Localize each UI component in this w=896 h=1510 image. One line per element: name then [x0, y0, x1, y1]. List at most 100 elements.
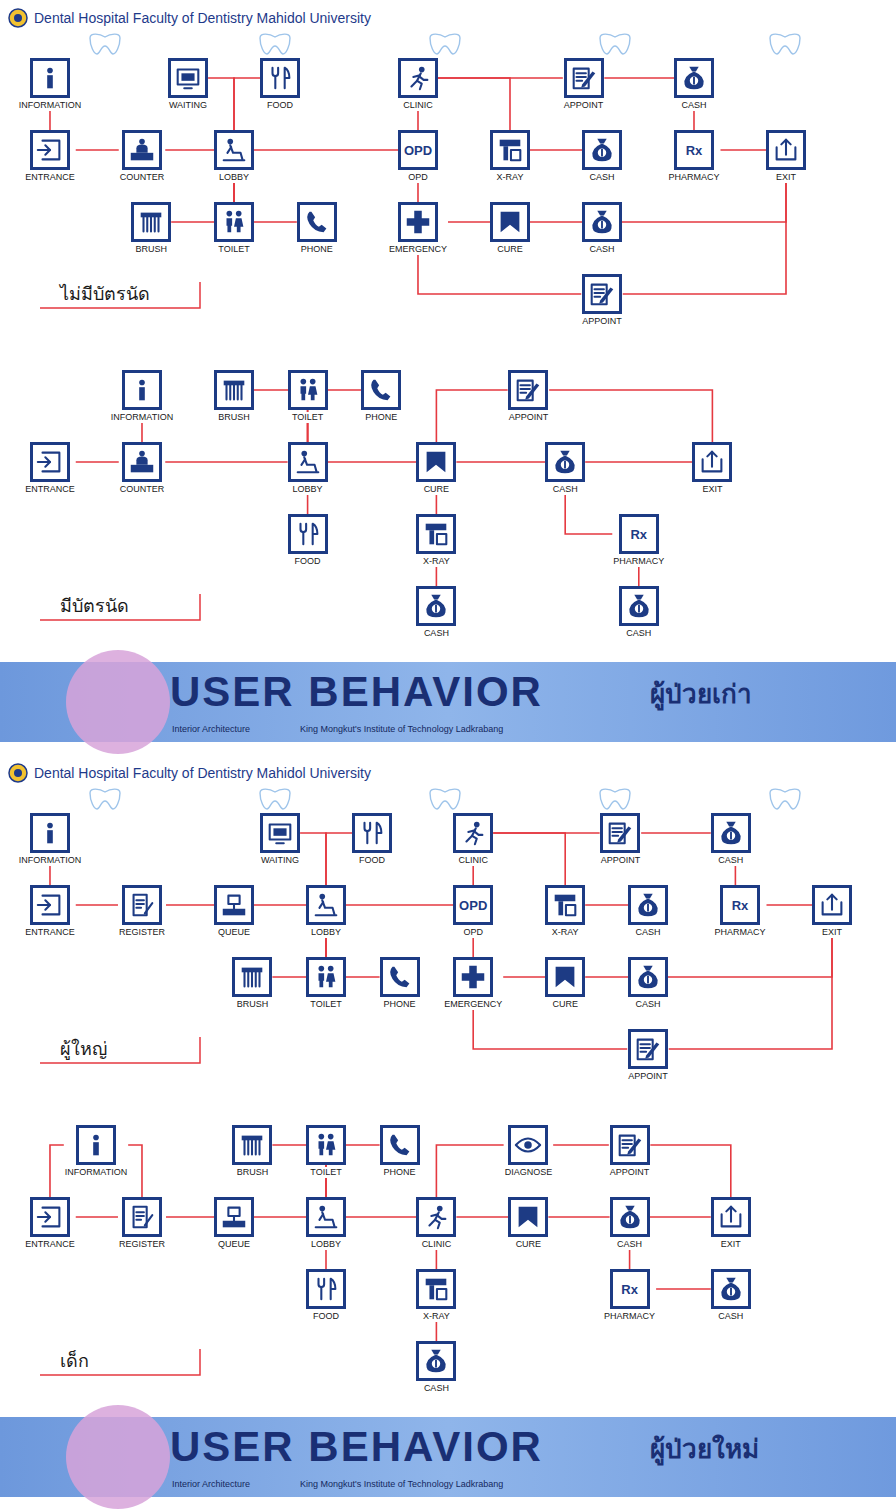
connector: [530, 149, 582, 151]
icon-node: RxPHARMACY: [603, 1269, 656, 1322]
category-label: เด็ก: [60, 1349, 89, 1373]
icon-symbol-part: [371, 380, 390, 401]
band-subtitle: ผู้ป่วยใหม่: [650, 1433, 759, 1465]
icon-symbol-part: [629, 599, 648, 617]
icon-box: [508, 370, 548, 410]
icon-box: [30, 1197, 70, 1237]
icon-box: [76, 1125, 116, 1165]
icon-node: CURE: [508, 1197, 548, 1250]
icon-symbol: [35, 447, 65, 477]
credit-text: Interior Architecture: [172, 724, 250, 735]
header-text: Dental Hospital Faculty of Dentistry Mah…: [34, 764, 371, 782]
icon-symbol-part: [474, 822, 480, 828]
node-label: CASH: [634, 999, 661, 1010]
icon-symbol-part: [690, 77, 698, 85]
icon-symbol-part: [328, 1134, 334, 1140]
icon-box: [453, 813, 493, 853]
icon-box: [232, 1125, 272, 1165]
node-label: CASH: [423, 628, 450, 639]
connector: [254, 1216, 306, 1218]
icon-symbol: [302, 207, 332, 237]
icon-symbol-part: [684, 71, 703, 89]
icon-box: Rx: [610, 1269, 650, 1309]
icon-symbol: [587, 135, 617, 165]
icon-symbol-part: [300, 386, 306, 400]
node-label: CURE: [496, 244, 524, 255]
icon-node: EXIT: [711, 1197, 751, 1250]
icon-symbol: [311, 962, 341, 992]
icon-node: PHONE: [380, 1125, 420, 1178]
icon-symbol-part: [601, 221, 603, 229]
icon-box: [582, 130, 622, 170]
icon-symbol-part: [319, 1214, 323, 1220]
icon-symbol-part: [526, 383, 540, 399]
icon-box: [260, 813, 300, 853]
icon-symbol-part: [503, 146, 508, 160]
icon-node: CASH: [545, 442, 585, 495]
icon-symbol-part: [273, 68, 279, 76]
icon-box: [288, 514, 328, 554]
icon-symbol-part: [462, 966, 485, 989]
connector: [456, 1216, 508, 1218]
icon-symbol: [771, 135, 801, 165]
icon-symbol-part: [689, 67, 698, 72]
icon-symbol-part: [435, 605, 437, 613]
icon-symbol-part: [411, 81, 417, 87]
node-label: BRUSH: [236, 1167, 270, 1178]
node-label: EMERGENCY: [443, 999, 503, 1010]
header-text: Dental Hospital Faculty of Dentistry Mah…: [34, 9, 371, 27]
icon-symbol-part: [432, 1350, 441, 1355]
icon-node: LOBBY: [214, 130, 254, 183]
node-label: PHONE: [383, 999, 417, 1010]
icon-symbol: [311, 1202, 341, 1232]
icon-symbol-part: [516, 1138, 540, 1151]
icon-symbol-part: [131, 465, 154, 473]
node-label: FOOD: [266, 100, 294, 111]
icon-box: [306, 885, 346, 925]
node-label: CLINIC: [402, 100, 434, 111]
icon-box: [306, 1197, 346, 1237]
node-label: CASH: [680, 100, 707, 111]
node-label: FOOD: [312, 1311, 340, 1322]
icon-box: [628, 885, 668, 925]
icon-symbol-part: [638, 970, 657, 988]
icon-node: APPOINT: [563, 58, 605, 111]
icon-symbol: [35, 818, 65, 848]
node-label: QUEUE: [217, 927, 251, 938]
node-label: EXIT: [701, 484, 723, 495]
icon-node: CASH: [610, 1197, 650, 1250]
icon-symbol-part: [139, 380, 145, 386]
icon-symbol-part: [556, 455, 575, 473]
connector: [128, 1145, 142, 1197]
icon-node: RxPHARMACY: [612, 514, 665, 567]
icon-symbol-part: [559, 901, 564, 915]
node-label: BRUSH: [217, 412, 251, 423]
icon-symbol-part: [319, 966, 325, 972]
icon-text: Rx: [621, 1283, 638, 1296]
icon-symbol: [35, 135, 65, 165]
icon-box: [214, 130, 254, 170]
credit-text: Interior Architecture: [172, 1479, 250, 1490]
node-label: APPOINT: [563, 100, 605, 111]
icon-symbol-part: [711, 452, 713, 467]
node-label: WAITING: [260, 855, 300, 866]
icon-symbol-part: [45, 900, 50, 909]
connector: [49, 866, 51, 885]
icon-node: ENTRANCE: [24, 130, 76, 183]
icon-symbol-part: [326, 973, 335, 987]
icon-box: [131, 202, 171, 242]
icon-symbol-part: [407, 211, 430, 234]
icon-symbol-part: [634, 595, 643, 600]
connector: [604, 77, 674, 79]
icon-symbol-part: [627, 1138, 641, 1154]
node-label: OPD: [462, 927, 484, 938]
node-label: EXIT: [775, 172, 797, 183]
icon-box: [30, 885, 70, 925]
icon-text: OPD: [459, 899, 487, 912]
icon-symbol-part: [561, 451, 570, 456]
icon-symbol: [458, 818, 488, 848]
icon-box: [812, 885, 852, 925]
icon-symbol-part: [302, 532, 304, 544]
icon-node: CASH: [416, 1341, 456, 1394]
icon-symbol-part: [598, 149, 606, 157]
